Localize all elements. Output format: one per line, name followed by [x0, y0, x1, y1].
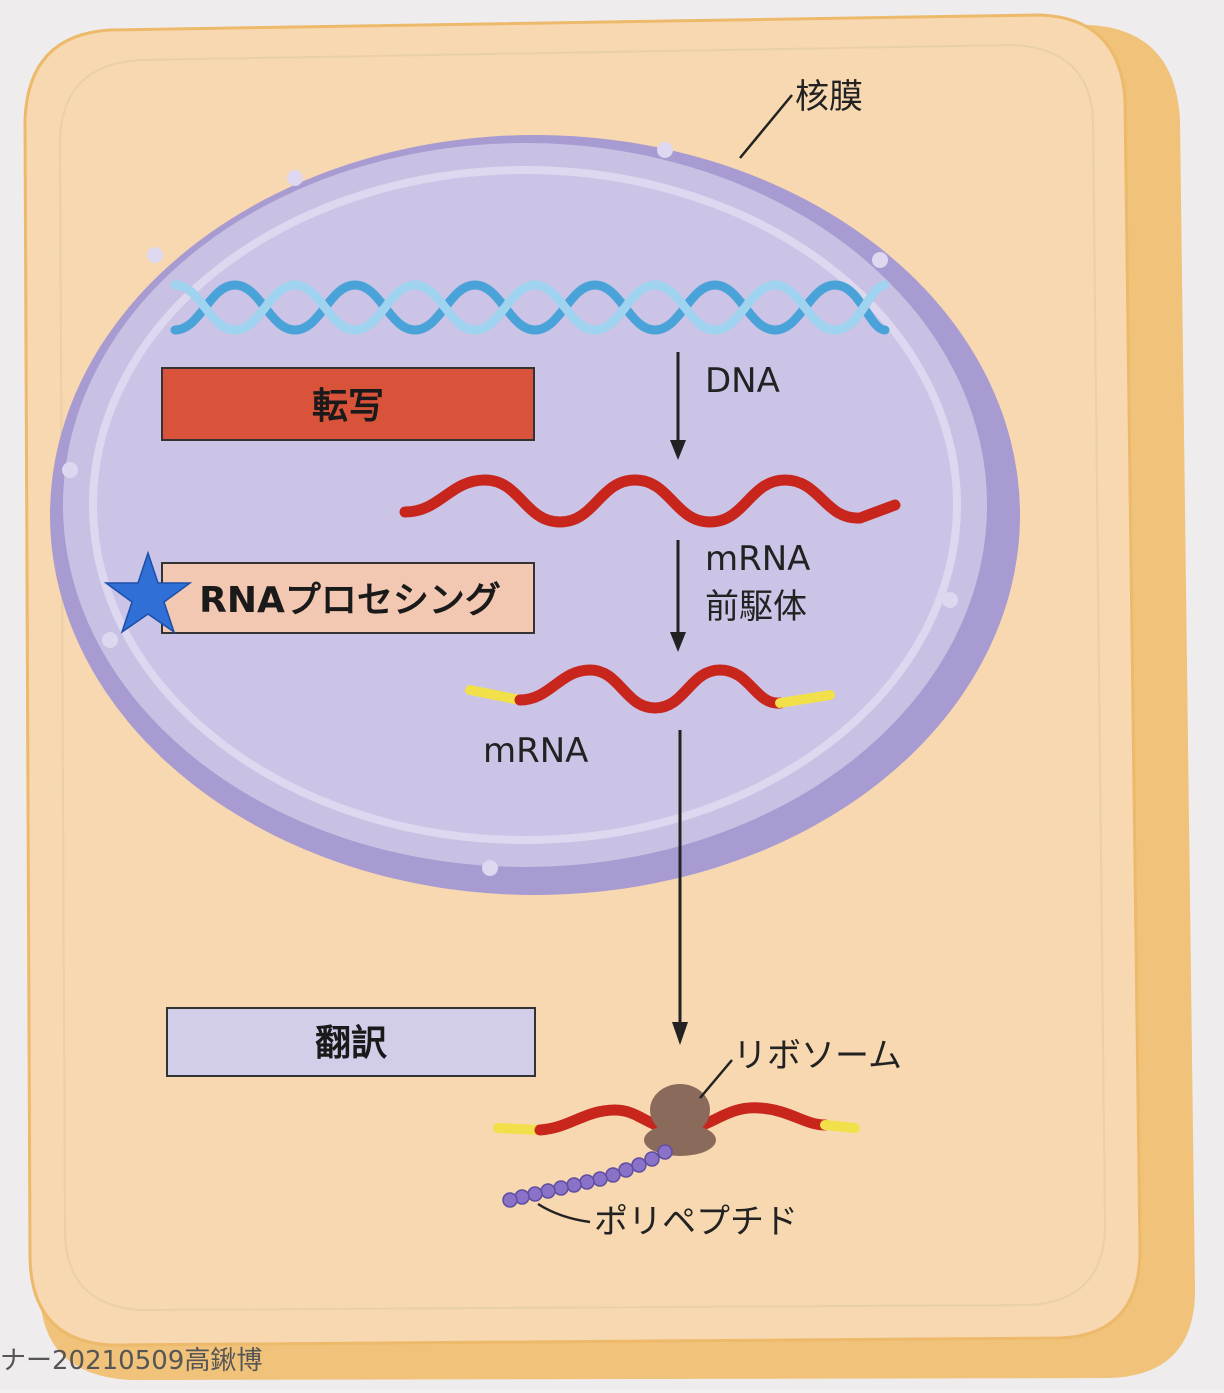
- ribosome-label: リボソーム: [733, 1036, 902, 1076]
- polypeptide-label: ポリペプチド: [594, 1202, 798, 1242]
- mrna-label: mRNA: [483, 731, 588, 771]
- transcription-step-label: 転写: [312, 386, 384, 427]
- mrna-precursor-label-1: mRNA: [705, 539, 810, 579]
- rna-processing-step-label: RNAプロセシング: [199, 580, 501, 621]
- translation-step-label: 翻訳: [315, 1023, 388, 1064]
- nuclear-membrane-label: 核膜: [795, 77, 863, 117]
- mrna-precursor-label-2: 前駆体: [705, 587, 807, 627]
- footer-caption: ナー20210509高鍬博: [0, 1340, 262, 1377]
- dna-label: DNA: [705, 361, 780, 401]
